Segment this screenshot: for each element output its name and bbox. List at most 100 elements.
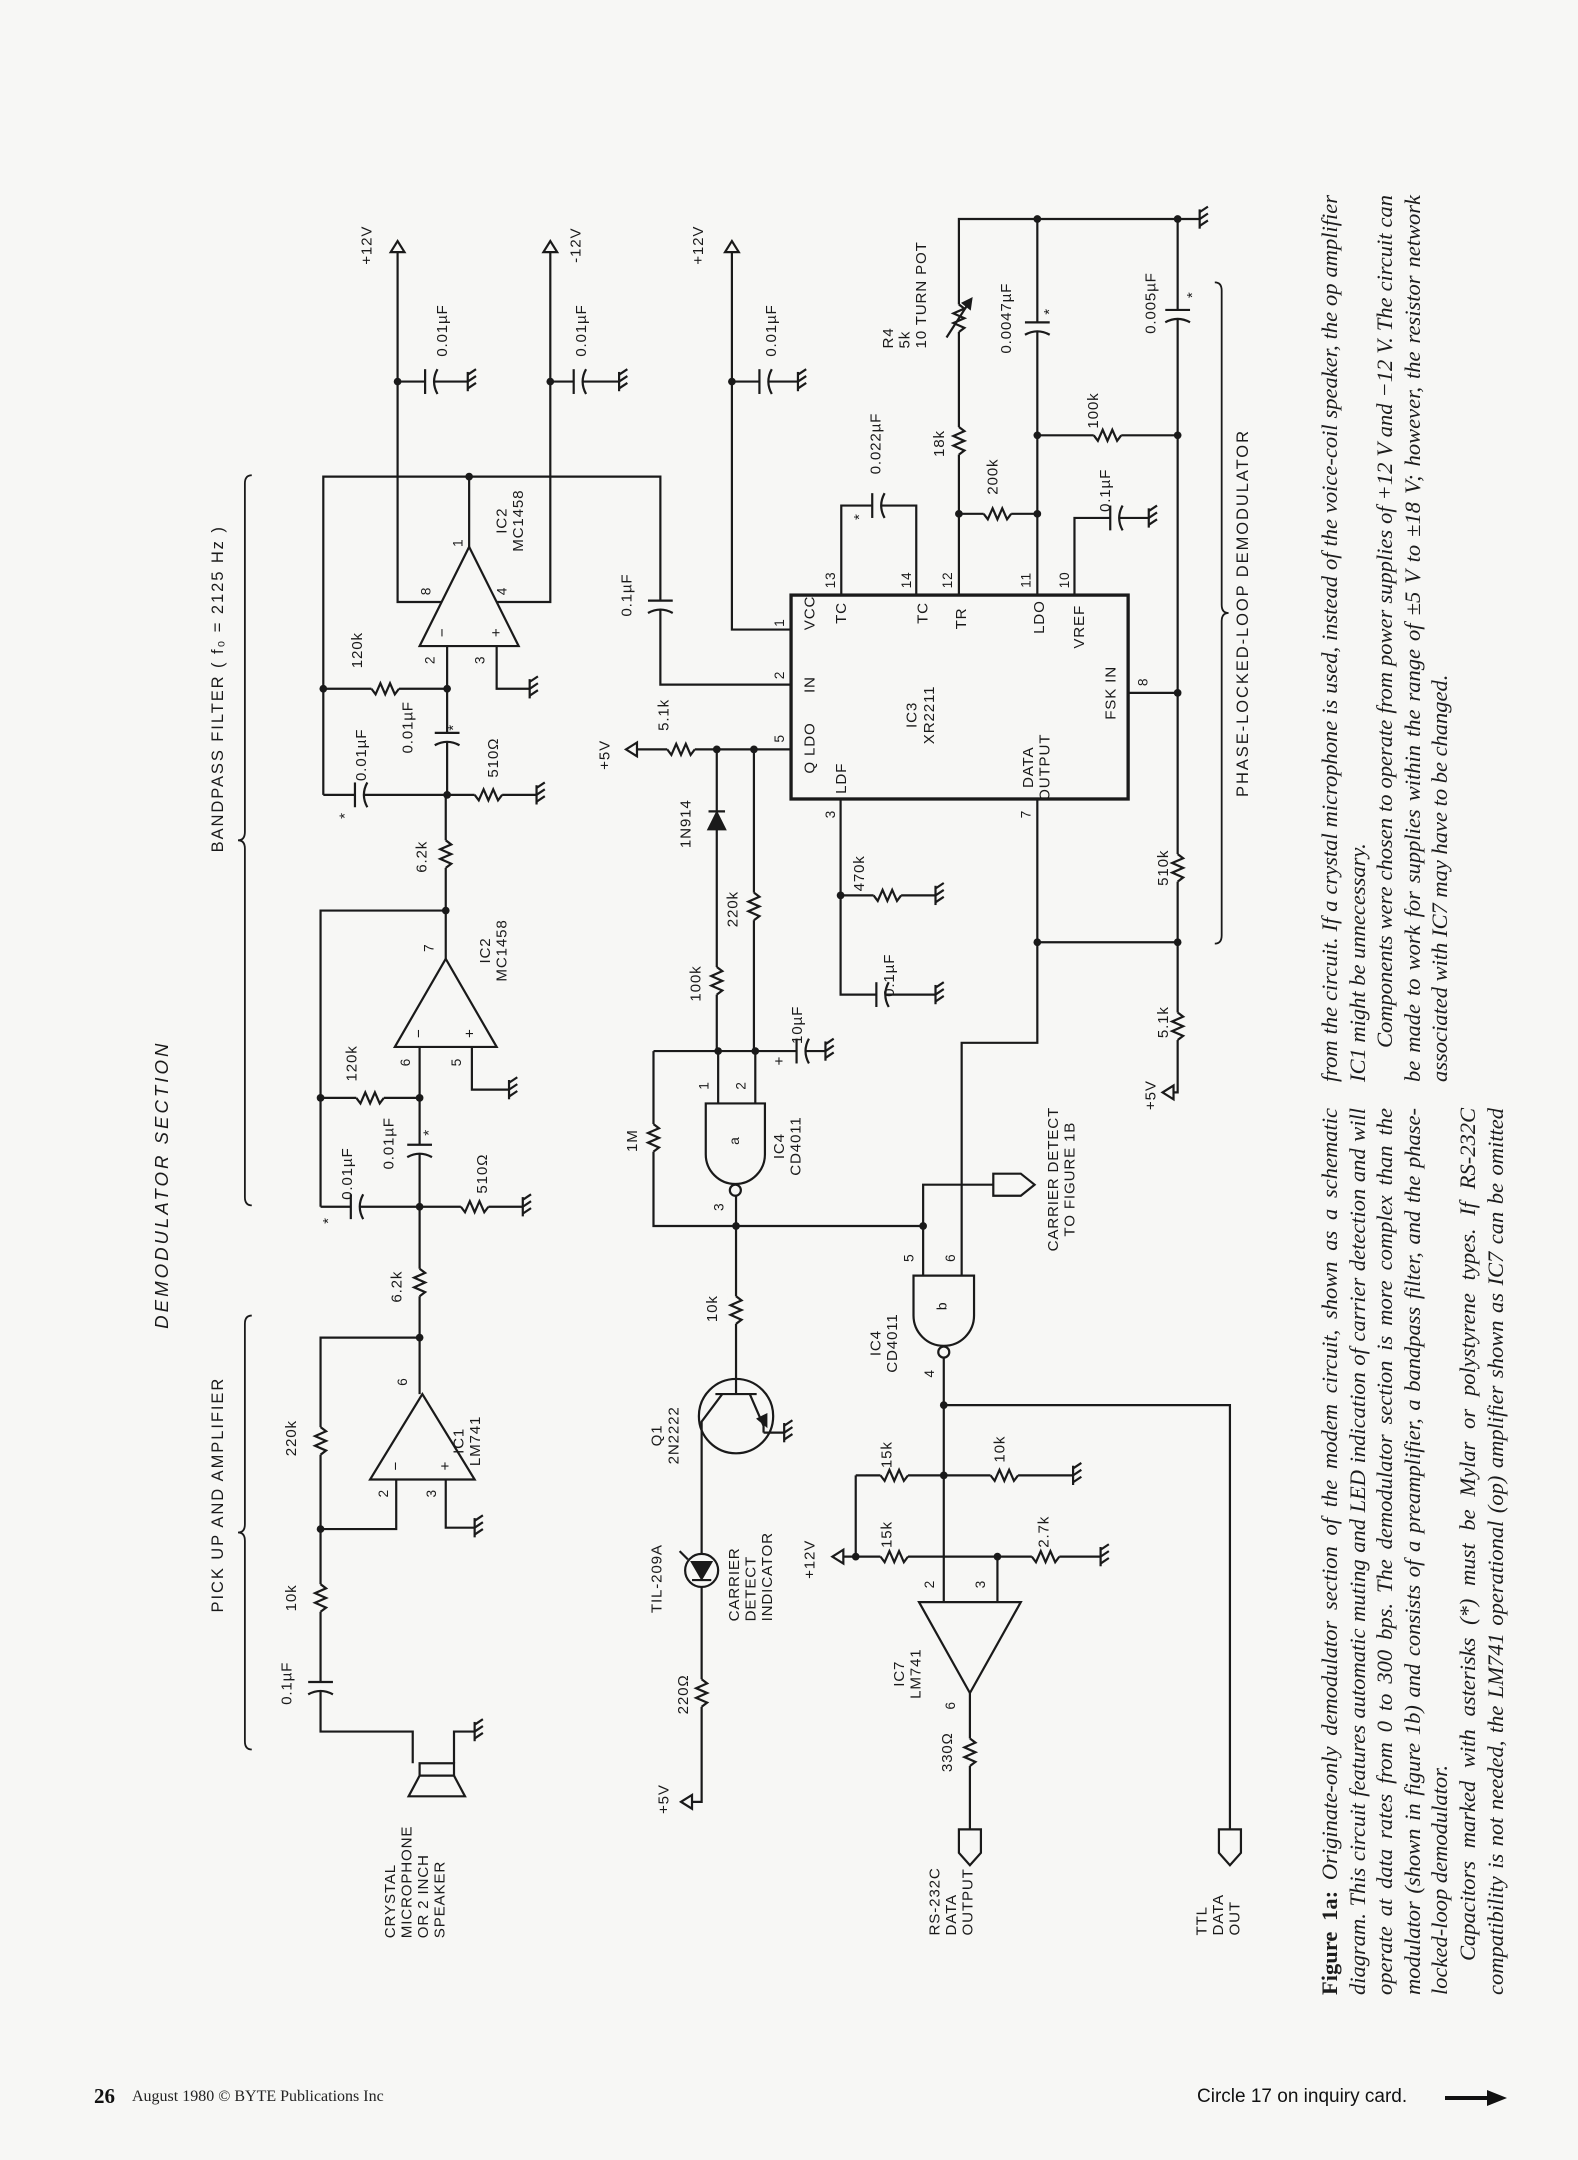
label: 0.01µF <box>339 1147 356 1199</box>
inquiry-note: Circle 17 on inquiry card. <box>1197 2086 1408 2107</box>
resistor <box>1169 1011 1186 1041</box>
rs232-output-arrow-icon <box>957 1828 983 1867</box>
pin-function: IN <box>801 676 818 693</box>
junction-dot <box>919 1222 927 1230</box>
gate-label: a <box>727 1136 742 1144</box>
transistor-icon <box>697 1377 775 1455</box>
resistor <box>879 1548 909 1565</box>
capacitor <box>307 1680 334 1696</box>
ground-hatch <box>797 375 807 383</box>
resistor-zigzag <box>879 1467 909 1484</box>
resistor <box>961 1737 979 1767</box>
resistor-zigzag <box>989 1467 1019 1484</box>
rs232-label: RS-232C <box>927 1867 944 1935</box>
wire <box>1073 516 1149 596</box>
ground-icon <box>535 781 546 805</box>
junction-dot <box>955 509 963 518</box>
pin-number: 13 <box>823 571 838 588</box>
ground-icon <box>1099 1543 1110 1567</box>
mic-label: OR 2 INCH <box>415 1854 432 1938</box>
ground-hatch <box>1072 1468 1082 1477</box>
ground-hatch <box>618 375 628 383</box>
label: 0.01µF <box>763 304 780 356</box>
mic-label: SPEAKER <box>431 1861 448 1938</box>
asterisk: * <box>445 724 462 731</box>
asterisk: * <box>336 812 353 819</box>
capacitor <box>1109 505 1124 531</box>
label: 1M <box>624 1129 641 1152</box>
ground-hatch <box>824 1044 835 1052</box>
resistor-gap <box>356 1089 384 1107</box>
resistor-gap <box>708 967 726 995</box>
junction-dot <box>316 1094 325 1102</box>
carrier-detect-arrow-icon <box>992 1172 1037 1197</box>
op-amp-ic1 <box>368 1391 477 1481</box>
caption-paragraph: Originate-only demodulator section of th… <box>1317 1108 1453 1995</box>
ground-hatch <box>474 1732 484 1740</box>
wire <box>444 1479 475 1529</box>
supply-label: +12V <box>801 1540 818 1579</box>
ground-hatch <box>1199 212 1209 220</box>
capacitor <box>572 368 588 395</box>
resistor-gap <box>873 887 902 904</box>
supply-arrow-icon <box>678 1792 694 1811</box>
resistor-zigzag <box>411 1267 428 1298</box>
speaker-cone-icon <box>406 1774 467 1798</box>
label: 15k <box>879 1521 896 1548</box>
label: 510Ω <box>485 738 502 778</box>
section-title: DEMODULATOR SECTION <box>151 1041 172 1329</box>
junction-dot <box>750 745 758 754</box>
resistor-gap <box>312 1427 329 1455</box>
ground-hatch <box>474 1725 484 1733</box>
label: 0.1µF <box>1097 469 1114 512</box>
label: 0.01µF <box>434 304 451 356</box>
junction-dot <box>1033 431 1042 440</box>
label: 2.7k <box>1035 1516 1052 1548</box>
label: 330Ω <box>939 1732 956 1772</box>
junction-dot <box>1033 938 1042 947</box>
ground-hatch <box>783 1426 794 1434</box>
junction-dot <box>316 1525 325 1533</box>
resistor-zigzag <box>1092 427 1123 444</box>
resistor-gap <box>1031 1548 1060 1565</box>
junction-dot <box>319 684 328 693</box>
supply-arrow-icon <box>1160 1083 1175 1102</box>
resistor <box>473 786 504 804</box>
led-label: TIL-209A <box>649 1544 666 1613</box>
pin-number: 5 <box>772 734 787 742</box>
pin-function: LDO <box>1031 600 1048 634</box>
resistor <box>437 839 455 869</box>
pin-number: 3 <box>823 810 838 818</box>
resistor-gap <box>880 1467 909 1484</box>
asterisk: * <box>1041 308 1058 315</box>
capacitor <box>424 368 439 395</box>
ground-hatch <box>522 1200 532 1208</box>
ground-hatch <box>618 368 628 376</box>
capacitor <box>875 981 890 1008</box>
resistor-zigzag <box>745 891 763 922</box>
ground-icon <box>617 368 628 392</box>
ground-icon <box>934 882 945 906</box>
resistor-gap <box>645 1124 662 1152</box>
resistor-gap <box>1169 1012 1186 1041</box>
resistor-gap <box>474 786 503 804</box>
label: 510Ω <box>474 1154 491 1194</box>
cap-plate-curved <box>1118 505 1124 531</box>
label: 120k <box>349 632 366 668</box>
wire <box>1172 219 1179 1094</box>
nand-gate-a <box>704 1102 767 1186</box>
nand-gate-b <box>912 1274 976 1347</box>
mic-label: CRYSTAL <box>382 1864 399 1938</box>
ground-hatch <box>934 882 945 890</box>
resistor <box>872 887 903 904</box>
inverter-bubble <box>937 1345 951 1359</box>
ground-hatch <box>508 1083 518 1091</box>
cap-plate-curved <box>432 368 439 395</box>
ground-icon <box>1198 205 1209 229</box>
resistor-gap <box>460 1198 489 1215</box>
label: 10k <box>283 1585 300 1612</box>
label: 100k <box>1085 392 1102 428</box>
pin-function: TC <box>833 602 850 624</box>
transistor-label: 2N2222 <box>665 1406 682 1464</box>
